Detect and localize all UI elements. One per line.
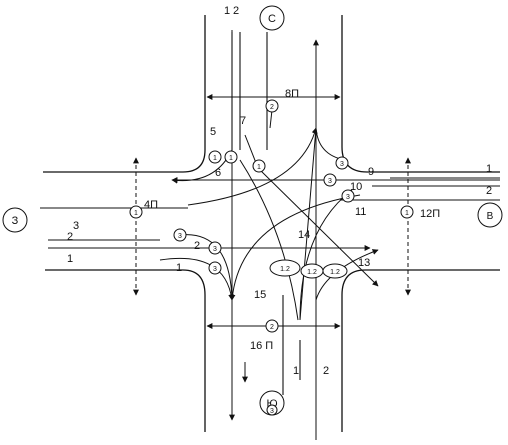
- svg-text:Ю: Ю: [266, 398, 277, 410]
- node-n3c: 3: [341, 189, 355, 203]
- svg-text:1.2: 1.2: [307, 269, 317, 276]
- crosswalk-label-east: 12П: [420, 208, 440, 220]
- movement-label-9: 9: [368, 166, 374, 178]
- curb-south-east: [341, 269, 500, 432]
- path-pedestrian-2: [269, 109, 273, 129]
- movement-label-11: 11: [355, 206, 366, 218]
- svg-text:3: 3: [346, 194, 350, 201]
- movement-label-13: 13: [358, 257, 370, 269]
- svg-text:3: 3: [270, 408, 274, 415]
- path-west-to-north: [187, 127, 318, 206]
- node-n3a: 3: [335, 156, 349, 170]
- crosswalk-label-north: 8П: [285, 88, 299, 100]
- movement-label-10: 10: [350, 181, 362, 193]
- svg-text:1: 1: [134, 210, 138, 217]
- conflict-nodes: 1 1 1 2 3 3 3 3 3 1 3 1 2 3 1.2 1.2 1.2: [129, 99, 414, 416]
- svg-text:С: С: [268, 13, 276, 25]
- path-east-to-south-curve: [299, 189, 353, 321]
- path-west-right-curve: [179, 234, 233, 301]
- node-n1a: 1: [208, 150, 222, 164]
- movement-label-15: 15: [254, 289, 266, 301]
- direction-west: З: [2, 207, 28, 233]
- movement-paths: [48, 30, 500, 440]
- lane-labels: 1 2 1 2 1 2 3 1 2: [67, 5, 492, 377]
- svg-text:1.2: 1.2: [280, 266, 290, 273]
- svg-text:1: 1: [213, 155, 217, 162]
- node-n1c: 1: [252, 159, 266, 173]
- lane-label-west-1: 1: [67, 253, 73, 265]
- movement-label-2: 2: [194, 240, 200, 252]
- svg-text:1: 1: [257, 164, 261, 171]
- crosswalk-label-south: 16 П: [250, 340, 273, 352]
- svg-text:3: 3: [213, 246, 217, 253]
- path-south-to-north-right: [299, 127, 317, 321]
- svg-text:3: 3: [328, 178, 332, 185]
- direction-east: В: [477, 202, 503, 228]
- curb-south-west: [45, 269, 206, 432]
- svg-text:3: 3: [213, 266, 217, 273]
- path-east-to-north: [315, 127, 346, 161]
- svg-text:2: 2: [270, 324, 274, 331]
- node-n7: 2: [265, 319, 279, 333]
- path-north-diagonal-13: [257, 167, 379, 287]
- svg-text:1: 1: [405, 210, 409, 217]
- node-n12b: 1.2: [300, 263, 324, 279]
- lane-label-west-2: 2: [67, 231, 73, 243]
- node-n3e: 3: [208, 261, 222, 275]
- crosswalk-labels: 8П 16 П 4П 12П: [144, 88, 440, 352]
- road-edges: [43, 15, 500, 432]
- lane-label-north-2: 2: [233, 5, 239, 17]
- path-north-to-south-15: [239, 159, 299, 321]
- path-east-to-south-left: [229, 194, 361, 301]
- movement-label-6: 6: [215, 167, 221, 179]
- node-n3b: 3: [323, 173, 337, 187]
- lane-label-south-1: 1: [293, 365, 299, 377]
- direction-markers: С Ю З В: [2, 5, 503, 416]
- lane-label-north-1: 1: [224, 5, 230, 17]
- curb-north-west: [43, 15, 206, 173]
- path-north-left-turn: [171, 149, 233, 184]
- movement-label-5: 5: [210, 126, 216, 138]
- movement-labels: 1 2 5 6 7 9 10 11 13 14 15: [176, 115, 374, 301]
- svg-text:3: 3: [178, 233, 182, 240]
- svg-text:З: З: [12, 215, 19, 227]
- movement-label-7: 7: [240, 115, 246, 127]
- node-n1b: 1: [224, 150, 238, 164]
- svg-text:В: В: [487, 211, 494, 222]
- node-n2: 2: [265, 99, 279, 113]
- node-n3d: 3: [208, 241, 222, 255]
- direction-north: С: [259, 5, 285, 31]
- lane-label-south-2: 2: [323, 365, 329, 377]
- node-n5: 3: [173, 228, 187, 242]
- lane-label-east-1: 1: [486, 163, 492, 175]
- svg-text:1: 1: [229, 155, 233, 162]
- svg-text:3: 3: [340, 161, 344, 168]
- path-south-from-west-right: [159, 257, 235, 301]
- svg-text:1.2: 1.2: [330, 269, 340, 276]
- node-n4: 1: [129, 205, 143, 219]
- lane-label-west-3: 3: [73, 220, 79, 232]
- node-n6: 1: [400, 205, 414, 219]
- curb-north-east: [341, 15, 500, 173]
- node-n12c: 1.2: [322, 263, 348, 279]
- lane-label-east-2: 2: [486, 185, 492, 197]
- movement-label-1: 1: [176, 262, 182, 274]
- crosswalk-label-west: 4П: [144, 199, 158, 211]
- movement-label-14: 14: [298, 229, 310, 241]
- svg-text:2: 2: [270, 104, 274, 111]
- node-n8: 3: [266, 404, 278, 416]
- crosswalks: [133, 94, 411, 329]
- node-n12a: 1.2: [269, 259, 301, 277]
